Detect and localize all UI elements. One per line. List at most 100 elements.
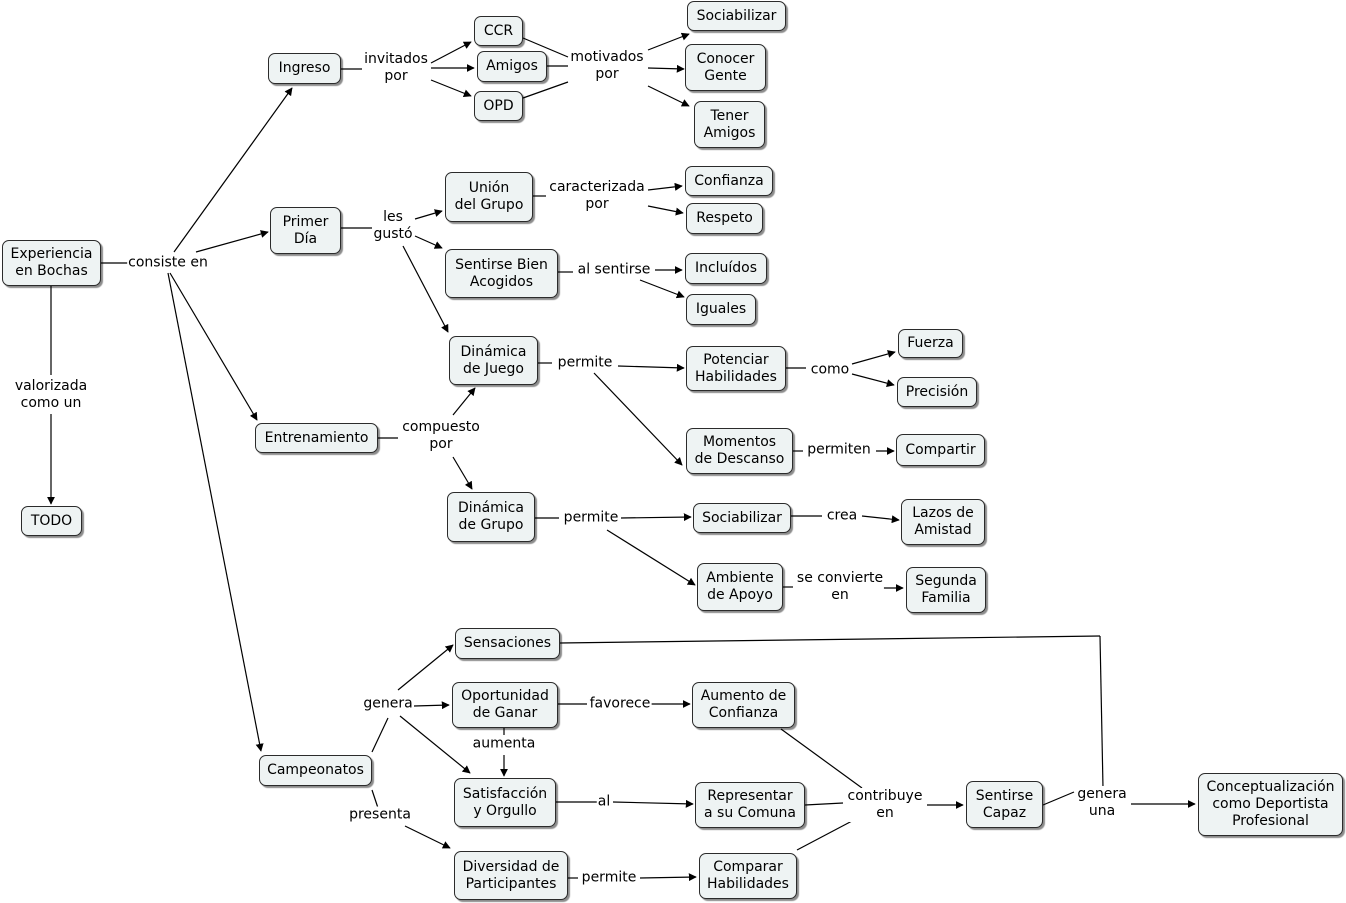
connector-arrow <box>851 373 895 388</box>
link-permiten: permiten <box>806 441 872 459</box>
node-ingreso[interactable]: Ingreso <box>268 53 341 84</box>
connector-arrow <box>612 799 694 808</box>
node-representar[interactable]: Representar a su Comuna <box>695 782 805 828</box>
connector-arrow <box>639 873 697 882</box>
link-como: como <box>809 361 851 379</box>
connector-arrow <box>620 513 692 522</box>
link-crea: crea <box>825 507 859 525</box>
node-conocer-gente[interactable]: Conocer Gente <box>685 44 766 91</box>
connector-arrow <box>173 87 293 253</box>
link-motivados-por: motivados por <box>569 49 645 83</box>
node-segunda-familia[interactable]: Segunda Familia <box>906 567 986 613</box>
node-diversidad[interactable]: Diversidad de Participantes <box>454 851 568 900</box>
node-ambiente-apoyo[interactable]: Ambiente de Apoyo <box>697 563 783 611</box>
node-opd[interactable]: OPD <box>474 91 523 121</box>
connector-arrow <box>397 644 454 691</box>
node-sociabilizar-2[interactable]: Sociabilizar <box>693 503 791 533</box>
connector-arrow <box>647 64 685 73</box>
node-dinamica-grupo[interactable]: Dinámica de Grupo <box>447 492 535 542</box>
connector-arrow <box>851 350 896 365</box>
connector-line <box>780 728 863 789</box>
connector-arrow <box>861 515 900 524</box>
node-tener-amigos[interactable]: Tener Amigos <box>694 101 765 148</box>
link-caracterizada-por: caracterizada por <box>548 179 646 213</box>
link-consiste-en: consiste en <box>127 254 209 272</box>
node-todo[interactable]: TODO <box>21 506 82 536</box>
node-confianza[interactable]: Confianza <box>685 166 773 196</box>
node-sentirse-capaz[interactable]: Sentirse Capaz <box>966 781 1043 828</box>
node-amigos[interactable]: Amigos <box>477 51 547 82</box>
node-comparar[interactable]: Comparar Habilidades <box>699 853 797 899</box>
node-compartir[interactable]: Compartir <box>896 434 985 466</box>
connector-line <box>522 81 569 99</box>
node-incluidos[interactable]: Incluídos <box>685 253 767 284</box>
node-potenciar[interactable]: Potenciar Habilidades <box>686 346 786 391</box>
link-se-convierte-en: se convierte en <box>795 570 885 604</box>
node-momentos[interactable]: Momentos de Descanso <box>686 428 793 474</box>
connector-arrow <box>413 701 450 710</box>
node-sensaciones[interactable]: Sensaciones <box>455 628 560 659</box>
connector-arrow <box>647 205 684 216</box>
connector-arrow <box>639 279 685 299</box>
connector-arrow <box>647 32 690 51</box>
link-valorizada: valorizada como un <box>13 378 89 412</box>
link-aumenta: aumenta <box>471 735 537 753</box>
connector-arrow <box>593 372 683 466</box>
link-les-gusto: les gustó <box>372 209 414 243</box>
node-iguales[interactable]: Iguales <box>686 294 756 325</box>
link-contribuye-en: contribuye en <box>846 788 924 822</box>
link-permite-1: permite <box>556 354 614 372</box>
link-genera-una: genera una <box>1076 786 1128 820</box>
connector-line <box>1042 791 1075 806</box>
connector-arrow <box>430 41 472 64</box>
link-permite-2: permite <box>562 509 620 527</box>
connector-line <box>559 635 1101 644</box>
node-primer-dia[interactable]: Primer Día <box>270 207 341 254</box>
node-entrenamiento[interactable]: Entrenamiento <box>255 423 378 453</box>
link-permite-3: permite <box>580 869 638 887</box>
node-union-grupo[interactable]: Unión del Grupo <box>445 172 533 222</box>
connector-arrow <box>169 272 258 421</box>
connector-arrow <box>452 456 473 490</box>
link-genera-1: genera <box>362 695 414 713</box>
link-presenta: presenta <box>348 806 412 824</box>
connector-line <box>804 802 844 806</box>
connector-arrow <box>452 387 476 416</box>
node-conceptualizacion[interactable]: Conceptualización como Deportista Profes… <box>1198 773 1343 836</box>
connector-arrow <box>647 182 683 191</box>
node-lazos-amistad[interactable]: Lazos de Amistad <box>901 499 985 545</box>
link-favorece: favorece <box>588 695 652 713</box>
connector-arrow <box>414 209 443 220</box>
connector-arrow <box>195 230 269 253</box>
node-fuerza[interactable]: Fuerza <box>898 329 963 358</box>
connector-arrow <box>606 529 696 586</box>
link-invitados-por: invitados por <box>363 51 429 85</box>
node-ccr[interactable]: CCR <box>474 16 523 46</box>
connector-arrow <box>399 715 471 774</box>
node-oportunidad[interactable]: Oportunidad de Ganar <box>452 682 558 728</box>
node-aumento-confianza[interactable]: Aumento de Confianza <box>692 682 795 728</box>
node-sentirse-bien[interactable]: Sentirse Bien Acogidos <box>445 249 558 298</box>
connector-arrow <box>402 245 449 333</box>
node-precision[interactable]: Precisión <box>897 377 977 407</box>
connector-line <box>371 789 379 809</box>
connector-line <box>1099 635 1104 789</box>
connector-line <box>522 37 569 58</box>
node-respeto[interactable]: Respeto <box>686 203 763 234</box>
connector-line <box>371 717 389 753</box>
node-campeonatos[interactable]: Campeonatos <box>259 755 372 786</box>
connector-arrow <box>167 272 264 752</box>
connector-arrow <box>404 825 451 849</box>
node-satisfaccion[interactable]: Satisfacción y Orgullo <box>454 778 556 827</box>
connector-arrow <box>430 79 472 98</box>
link-al-sentirse: al sentirse <box>576 261 652 279</box>
connector-arrow <box>617 363 685 372</box>
node-dinamica-juego[interactable]: Dinámica de Juego <box>449 336 538 385</box>
connector-line <box>796 820 853 851</box>
link-al: al <box>596 793 612 811</box>
connector-arrow <box>647 85 690 107</box>
node-experiencia[interactable]: Experiencia en Bochas <box>2 240 101 286</box>
node-sociabilizar-1[interactable]: Sociabilizar <box>687 1 786 31</box>
